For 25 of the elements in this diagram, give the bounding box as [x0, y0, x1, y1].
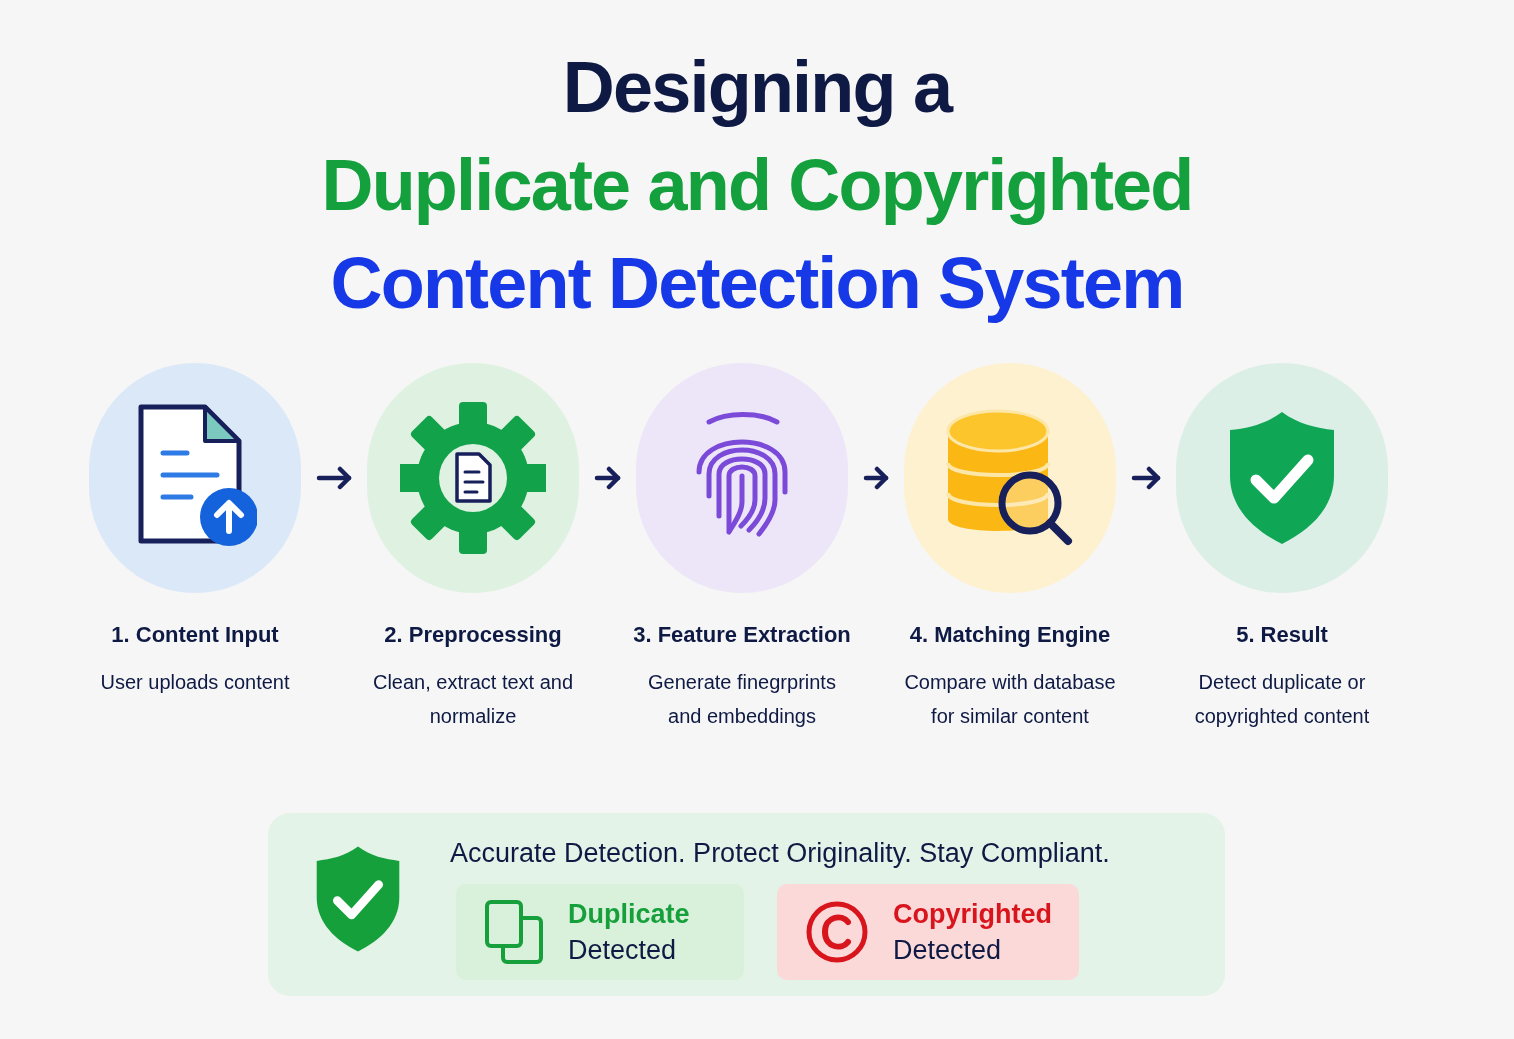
status-text: Detected: [568, 934, 678, 967]
title-line: Designing a: [562, 46, 952, 129]
step-description: Clean, extract text and normalize: [371, 669, 575, 729]
step-title: 5. Result: [1236, 621, 1328, 649]
step-title: 3. Feature Extraction: [633, 621, 851, 649]
status-text: Detected: [893, 934, 1003, 967]
status-title: Copyrighted: [893, 898, 1052, 931]
status-card: [456, 884, 744, 980]
title-line: Duplicate and Copyrighted: [321, 144, 1193, 227]
tagline: Accurate Detection. Protect Originality. Stay Compliant.: [450, 837, 1110, 870]
summary-panel: [268, 813, 1225, 996]
step-description: Detect duplicate or copyrighted content: [1193, 669, 1371, 729]
step-description: Generate finegrprints and embeddings: [647, 669, 837, 729]
arrow: [316, 466, 352, 490]
step-description: Compare with database for similar content: [903, 669, 1117, 729]
title-line: Content Detection System: [330, 242, 1184, 325]
step-title: 2. Preprocessing: [384, 621, 562, 649]
arrow: [1131, 466, 1161, 490]
status-title: Duplicate: [568, 898, 690, 931]
step-title: 4. Matching Engine: [909, 621, 1111, 649]
status-card: [777, 884, 1079, 980]
arrow: [863, 466, 889, 490]
arrow: [594, 466, 621, 490]
step-title: 1. Content Input: [111, 621, 279, 649]
step-description: User uploads content: [99, 669, 291, 695]
